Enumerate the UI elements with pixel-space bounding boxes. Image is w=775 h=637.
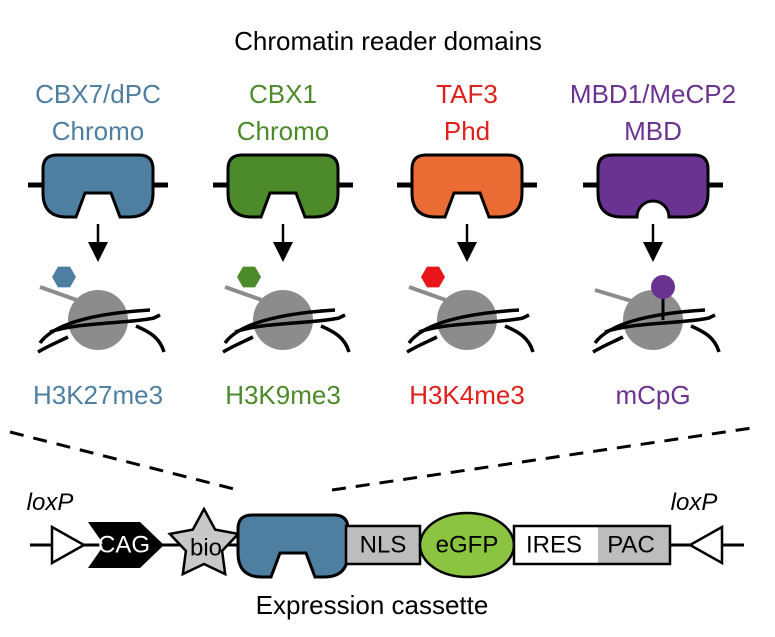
dna-end [222,335,254,354]
dna-wrap [38,308,151,345]
dna-end [135,324,166,353]
loxp-right-label: loxP [671,489,718,516]
dna-wrap [234,313,346,334]
zoom-line-left [9,430,239,492]
histone-mark-hexagon [237,266,261,288]
ires-pac-border [512,524,672,566]
zoom-line-right [331,426,753,492]
dna-wrap [604,313,716,334]
cassette-caption: Expression cassette [256,590,489,620]
dna-wrap [223,308,336,345]
reader-domain-type: Chromo [237,116,329,146]
ires-box [514,526,598,564]
chromatin-mark-label: H3K9me3 [225,380,341,410]
expression-cassette: loxP CAG bio NLS eGFP IRES PAC loxP [27,489,744,579]
reader-domain-type: Phd [444,116,490,146]
methyl-cpg-mark [651,275,675,299]
dna-end [320,324,351,353]
histone-core [68,290,128,350]
nls-box [344,524,422,566]
loxp-left-label: loxP [27,489,74,516]
dna-end [504,324,535,353]
nucleosome-icon [222,285,351,354]
dna-end [37,335,69,354]
reader-name: CBX1 [249,79,317,109]
egfp-label: eGFP [436,532,499,559]
nucleosome-icon [37,285,166,354]
diagram-title: Chromatin reader domains [234,26,542,56]
reader-name: TAF3 [436,79,498,109]
dna-end [690,324,721,353]
dna-end [406,335,438,354]
ires-label: IRES [526,532,582,559]
dna-wrap [418,313,530,334]
reader-domain-shape [41,153,155,219]
dna-wrap [593,308,706,345]
loxp-left-triangle [50,524,87,566]
reader-domain-shape [226,153,340,219]
reader-name: CBX7/dPC [35,79,161,109]
histone-core [253,290,313,350]
reader-domain-shape [410,153,524,219]
dna-end [592,335,624,354]
cag-label: CAG [98,532,150,559]
reader-domain-shape [596,153,710,219]
chromatin-mark-label: mCpG [615,380,690,410]
nucleosome-icon [406,285,535,354]
loxp-right-triangle [687,524,724,566]
histone-mark-hexagon [421,266,445,288]
reader-name: MBD1/MeCP2 [570,79,736,109]
pac-box [598,526,670,564]
chromatin-mark-label: H3K27me3 [33,380,163,410]
bio-tag-star [167,506,241,577]
histone-core [623,290,683,350]
dna-wrap [49,313,161,334]
reader-domain-type: MBD [624,116,682,146]
bio-label: bio [190,535,222,562]
nls-label: NLS [360,532,407,559]
dna-wrap [407,308,520,345]
chromatin-mark-label: H3K4me3 [409,380,525,410]
histone-core [437,290,497,350]
cag-promoter-arrow [88,522,164,568]
histone-mark-hexagon [52,266,76,288]
pac-label: PAC [607,532,655,559]
nucleosome-icon [592,288,721,354]
cassette-reader-domain [236,513,350,579]
reader-domain-type: Chromo [52,116,144,146]
